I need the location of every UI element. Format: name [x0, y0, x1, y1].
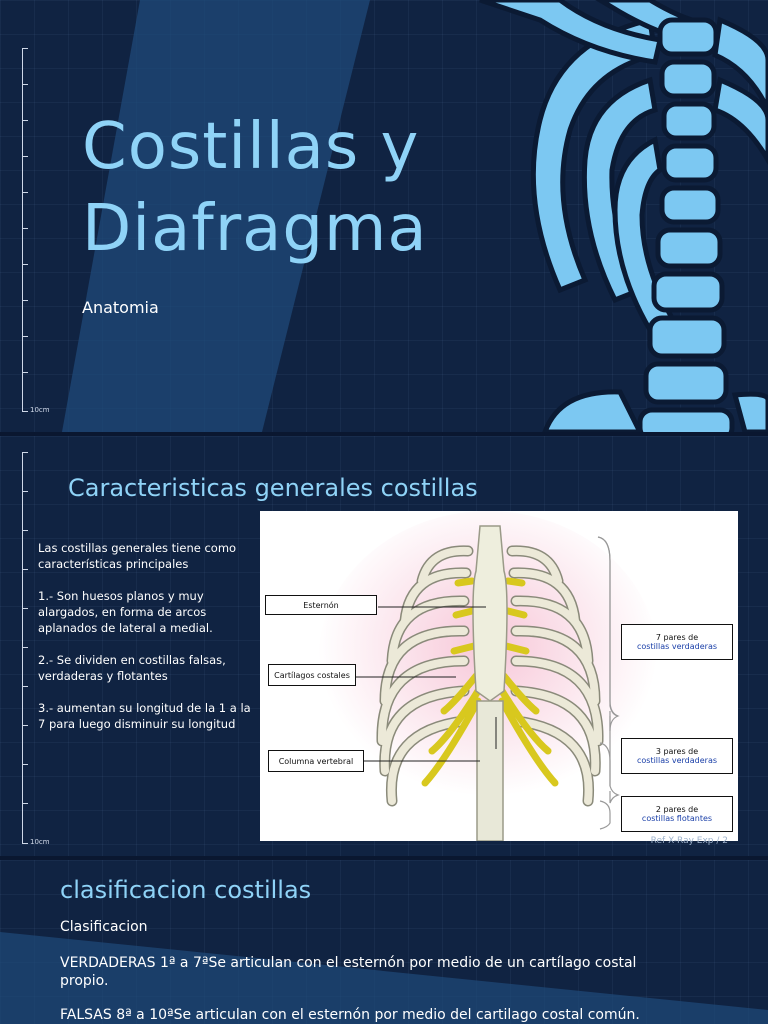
label-box-flotantes: 2 pares de costillas flotantes — [621, 796, 733, 832]
intro-text: Las costillas generales tiene como carac… — [38, 540, 260, 572]
box3-line1: 2 pares de — [656, 805, 698, 814]
classification-verdaderas: VERDADERAS 1ª a 7ªSe articulan con el es… — [60, 954, 660, 990]
title-line-1: Costillas y — [82, 106, 428, 188]
section-heading: Caracteristicas generales costillas — [68, 474, 478, 502]
label-box-verdaderas-3: 3 pares de costillas verdaderas — [621, 738, 733, 774]
ruler-label: 10cm — [30, 406, 50, 414]
skeleton-illustration — [480, 0, 768, 432]
box2-line2: costillas verdaderas — [637, 756, 717, 765]
ruler-label: 10cm — [30, 838, 50, 846]
ruler-decoration — [22, 48, 29, 412]
point-3: 3.- aumentan su longitud de la 1 a la 7 … — [38, 700, 260, 732]
slide-footer: Ref X-Ray Exp / 2 — [651, 836, 728, 846]
classification-slide: clasificacion costillas Clasificacion VE… — [0, 860, 768, 1024]
box1-line1: 7 pares de — [656, 633, 698, 642]
box1-line2: costillas verdaderas — [637, 642, 717, 651]
page-title: Costillas y Diafragma — [82, 106, 428, 270]
box3-line2: costillas flotantes — [642, 814, 712, 823]
point-1: 1.- Son huesos planos y muy alargados, e… — [38, 588, 260, 636]
point-2: 2.- Se dividen en costillas falsas, verd… — [38, 652, 260, 684]
label-esternon: Esternón — [265, 595, 377, 615]
title-slide: 10cm Costillas y Diafragma Anatomia — [0, 0, 768, 432]
characteristics-slide: 10cm Caracteristicas generales costillas… — [0, 436, 768, 856]
ribcage-figure: Esternón Cartílagos costales Columna ver… — [260, 511, 738, 841]
title-line-2: Diafragma — [82, 188, 428, 270]
sternum-shape — [473, 526, 507, 701]
box2-line1: 3 pares de — [656, 747, 698, 756]
section-heading: clasificacion costillas — [60, 876, 311, 904]
ruler-decoration — [22, 452, 29, 844]
label-columna: Columna vertebral — [268, 750, 364, 772]
spine-shape — [477, 701, 503, 841]
label-cartilagos: Cartílagos costales — [268, 664, 356, 686]
characteristics-text: Las costillas generales tiene como carac… — [38, 540, 260, 748]
label-box-verdaderas-7: 7 pares de costillas verdaderas — [621, 624, 733, 660]
subtitle: Anatomia — [82, 298, 159, 317]
classification-falsas: FALSAS 8ª a 10ªSe articulan con el ester… — [60, 1006, 700, 1024]
classification-label: Clasificacion — [60, 918, 148, 936]
